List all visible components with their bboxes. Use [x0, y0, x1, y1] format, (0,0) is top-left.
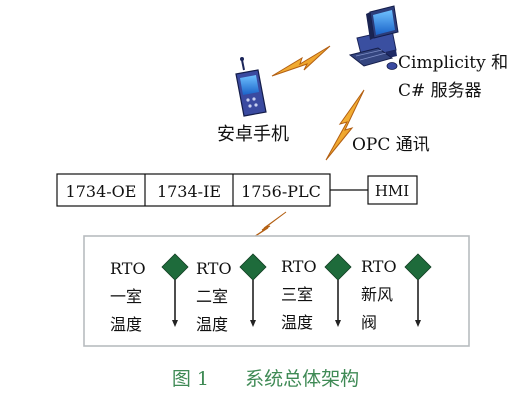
plc-rack — [56, 173, 331, 207]
sensor-label-line2: 一室 — [110, 287, 142, 306]
figure-number: 图 1 — [171, 368, 210, 390]
desktop-computer-icon — [348, 5, 399, 70]
sensor-label-line3: 温度 — [196, 315, 228, 334]
lightning-bolt-icon — [271, 45, 331, 77]
sensor-rto-1: RTO 一室 温度 — [110, 253, 189, 334]
android-phone-icon — [235, 57, 267, 117]
sensor-label-line1: RTO — [110, 259, 146, 278]
figure-caption: 图 1 系统总体架构 — [0, 364, 531, 391]
sensor-label-line3: 温度 — [281, 313, 313, 332]
thermocouple-diamond-icon — [239, 253, 267, 327]
sensor-label-line1: RTO — [361, 257, 397, 276]
sensor-label-line1: RTO — [196, 259, 232, 278]
sensor-label-line1: RTO — [281, 257, 317, 276]
hmi-label: HMI — [375, 182, 409, 200]
rack-module-1734-ie: 1734-IE — [157, 182, 221, 201]
figure-title: 系统总体架构 — [245, 368, 360, 390]
rack-module-1756-plc: 1756-PLC — [241, 182, 321, 201]
sensor-label-line3: 温度 — [110, 315, 142, 334]
sensor-label-line3: 阀 — [361, 313, 377, 332]
sensor-rto-2: RTO 二室 温度 — [196, 253, 267, 334]
server-label-line2: C# 服务器 — [398, 81, 482, 101]
lightning-bolt-icon — [325, 89, 365, 161]
sensor-panel — [83, 235, 470, 347]
sensor-label-line2: 二室 — [196, 287, 228, 306]
thermocouple-diamond-icon — [161, 253, 189, 327]
thermocouple-diamond-icon — [404, 253, 432, 327]
sensor-label-line2: 三室 — [281, 285, 313, 304]
phone-label: 安卓手机 — [217, 124, 289, 145]
rack-module-1734-oe: 1734-OE — [66, 182, 137, 201]
sensor-label-line2: 新风 — [361, 285, 393, 304]
sensor-rto-3: RTO 三室 温度 — [281, 253, 352, 332]
server-label-line1: Cimplicity 和 — [398, 53, 508, 73]
sensor-rto-4: RTO 新风 阀 — [361, 253, 432, 332]
opc-label: OPC 通讯 — [352, 135, 430, 155]
hmi-box — [367, 175, 418, 205]
thermocouple-diamond-icon — [324, 253, 352, 327]
